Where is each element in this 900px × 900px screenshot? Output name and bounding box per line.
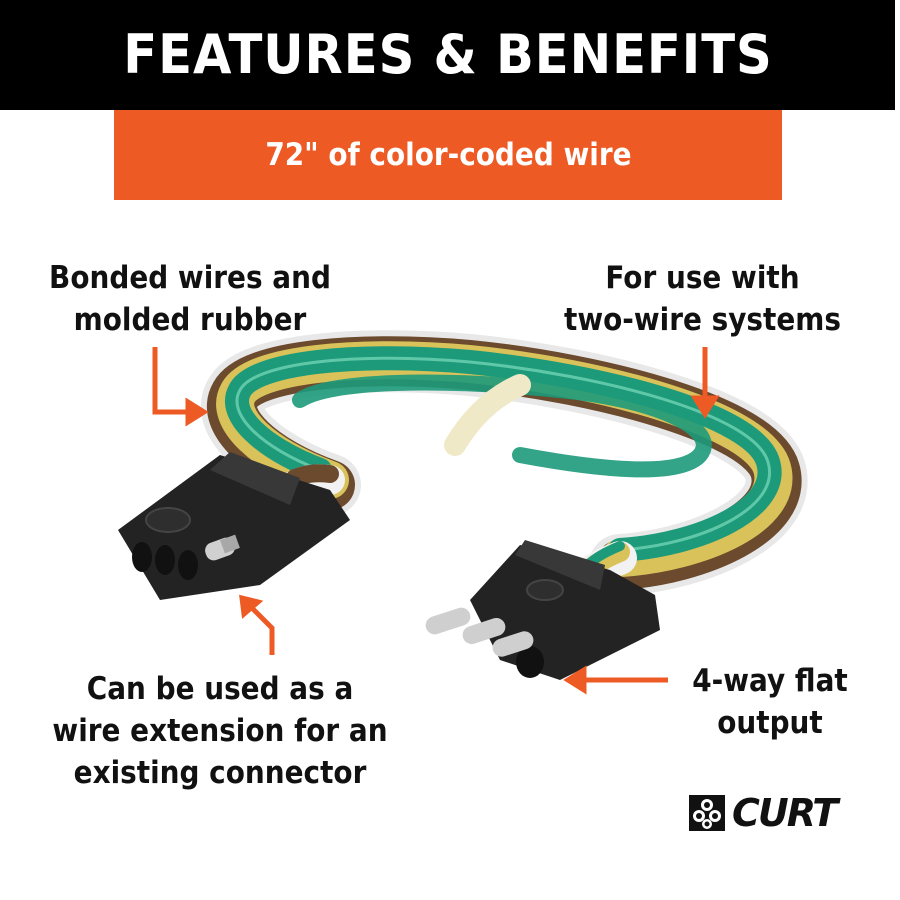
callout-extension: Can be used as a wire extension for an e…: [52, 671, 388, 791]
callout-bonded-wires: Bonded wires and molded rubber: [49, 260, 331, 338]
page-title: FEATURES & BENEFITS: [122, 23, 773, 86]
subtitle-banner: 72" of color-coded wire: [114, 110, 782, 200]
arrows: [152, 347, 720, 695]
tie-strap: [444, 374, 531, 456]
arrow-bonded: [152, 347, 209, 427]
callout-flat-output: 4-way flat output: [692, 663, 848, 741]
subtitle-text: 72" of color-coded wire: [264, 137, 632, 173]
wire-coil: [201, 330, 808, 607]
callout-two-wire: For use with two-wire systems: [564, 260, 841, 338]
arrow-extension: [239, 594, 275, 655]
header-banner: FEATURES & BENEFITS: [0, 0, 895, 110]
arrow-two-wire: [690, 347, 720, 419]
right-connector: [425, 540, 660, 680]
brand-name: CURT: [732, 791, 838, 835]
curt-logo-icon: [689, 795, 725, 831]
left-connector: [118, 452, 350, 600]
brand-logo: CURT: [688, 791, 838, 835]
arrow-flat: [563, 665, 668, 695]
